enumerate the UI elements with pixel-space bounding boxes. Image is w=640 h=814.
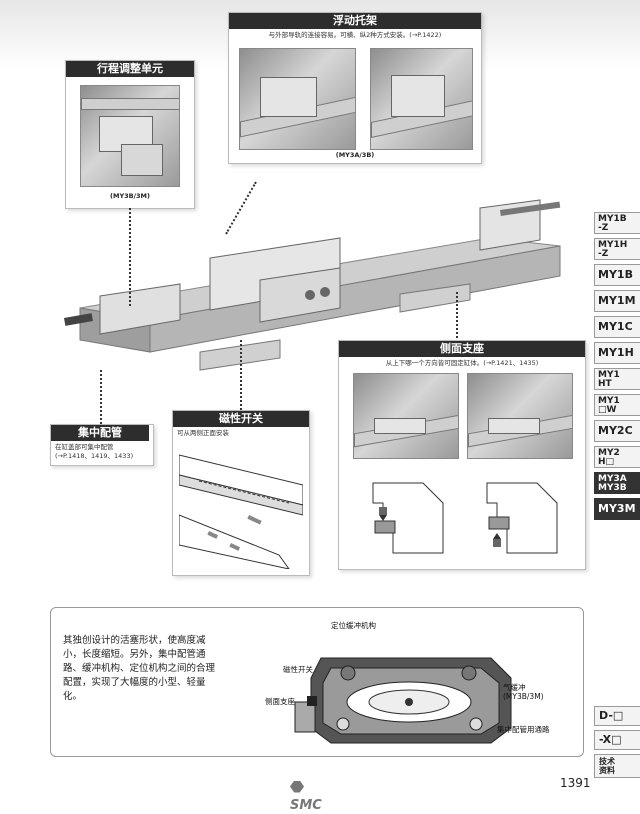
switch-title: 磁性开关 <box>173 411 309 427</box>
piping-callout: 集中配管 在缸盖部可集中配管 (→P.1418、1419、1433) <box>50 424 154 466</box>
floating-bracket-callout: 浮动托架 与外部导轨的连接容易。可横、纵2种方式安装。(→P.1422) (MY… <box>228 12 482 164</box>
side-support-desc: 从上下哪一个方向皆可固定缸体。(→P.1421、1435) <box>385 359 539 367</box>
smc-logo-mark <box>290 780 304 793</box>
side-support-diagram-left <box>372 482 444 554</box>
piping-title: 集中配管 <box>51 425 149 441</box>
tab-my1b-z[interactable]: MY1B -Z <box>594 212 640 234</box>
stroke-unit-photo <box>80 85 180 187</box>
tab-my1c[interactable]: MY1C <box>594 316 640 338</box>
tab-my1h-z[interactable]: MY1H -Z <box>594 238 640 260</box>
piping-desc-1: 在缸盖部可集中配管 <box>55 443 114 451</box>
tab-technical[interactable]: 技术 资料 <box>594 754 640 778</box>
switch-desc: 可从两侧正面安装 <box>177 429 229 437</box>
label-side-support: 侧面支座 <box>265 697 295 706</box>
leader-switch <box>240 340 242 410</box>
floating-bracket-desc: 与外部导轨的连接容易。可横、纵2种方式安装。(→P.1422) <box>268 31 442 39</box>
label-piping-path: 集中配管用通路 <box>497 725 550 734</box>
piping-desc-2: (→P.1418、1419、1433) <box>55 452 134 460</box>
floating-bracket-caption: (MY3A/3B) <box>335 151 375 159</box>
leader-piping <box>100 370 102 424</box>
floating-bracket-title: 浮动托架 <box>229 13 481 29</box>
tab-my1m[interactable]: MY1M <box>594 290 640 312</box>
cylinder-illustration <box>63 199 561 371</box>
label-switch: 磁性开关 <box>283 665 313 674</box>
tab-my2h[interactable]: MY2 H□ <box>594 446 640 468</box>
tab-my1b[interactable]: MY1B <box>594 264 640 286</box>
tab-my2c[interactable]: MY2C <box>594 420 640 442</box>
tab-my1h[interactable]: MY1H <box>594 342 640 364</box>
switch-diagram <box>179 454 303 569</box>
brand-text: SMC <box>290 798 322 813</box>
smc-logo: SMC <box>290 776 340 813</box>
tab-my1ht[interactable]: MY1 HT <box>594 368 640 390</box>
side-support-photo-right <box>467 373 573 459</box>
leader-stroke <box>129 208 131 306</box>
label-positioning: 定位缓冲机构 <box>331 621 376 630</box>
stroke-unit-caption: (MY3B/3M) <box>110 192 150 200</box>
tab-my1w[interactable]: MY1 □W <box>594 394 640 416</box>
side-support-title: 侧面支座 <box>339 341 585 357</box>
leader-side <box>456 292 458 342</box>
page-number: 1391 <box>560 776 591 790</box>
feature-box: 其独创设计的活塞形状，使高度减小，长度缩短。另外，集中配管通路、缓冲机构、定位机… <box>50 607 584 757</box>
stroke-unit-title: 行程调整单元 <box>66 61 194 77</box>
stroke-unit-callout: 行程调整单元 (MY3B/3M) <box>65 60 195 209</box>
floating-bracket-photo-left <box>239 48 356 150</box>
label-air-cushion-model: (MY3B/3M) <box>503 692 544 701</box>
side-support-photo-left <box>353 373 459 459</box>
feature-text: 其独创设计的活塞形状，使高度减小，长度缩短。另外，集中配管通路、缓冲机构、定位机… <box>63 635 216 702</box>
tab-my3a-my3b[interactable]: MY3A MY3B <box>594 472 640 494</box>
floating-bracket-photo-right <box>370 48 473 150</box>
tab-x-options[interactable]: -X□ <box>594 730 640 750</box>
series-sidebar: MY1B -Z MY1H -Z MY1B MY1M MY1C MY1H MY1 … <box>594 212 640 524</box>
side-support-diagram-right <box>486 482 558 554</box>
tab-d-switch[interactable]: D-□ <box>594 706 640 726</box>
side-support-callout: 侧面支座 从上下哪一个方向皆可固定缸体。(→P.1421、1435) <box>338 340 586 570</box>
tab-my3m[interactable]: MY3M <box>594 498 640 520</box>
cross-section-diagram <box>294 657 512 744</box>
label-air-cushion: 气缓冲 <box>503 683 526 692</box>
switch-callout: 磁性开关 可从两侧正面安装 <box>172 410 310 576</box>
